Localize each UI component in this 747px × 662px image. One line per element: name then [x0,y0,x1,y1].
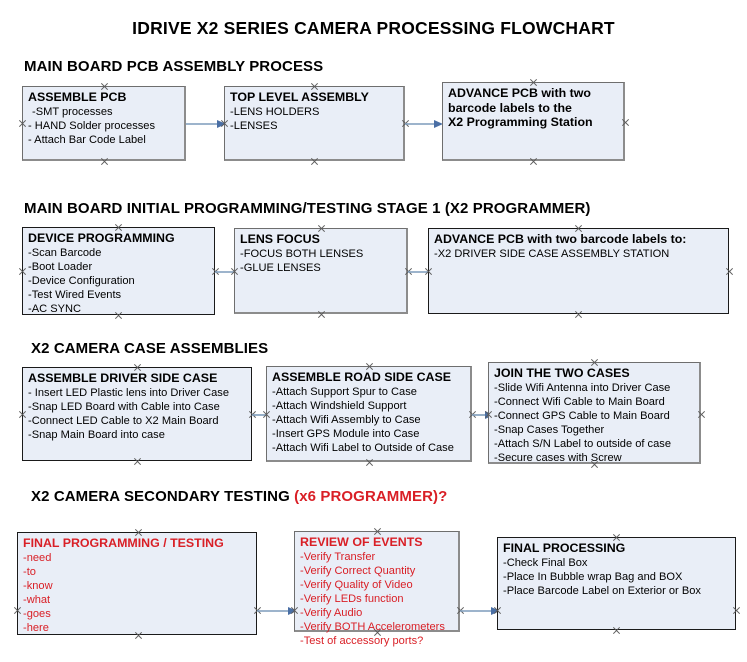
node-line: -Attach S/N Label to outside of case [494,437,671,450]
node-assemble-pcb[interactable]: ASSEMBLE PCB -SMT processes - HAND Solde… [22,86,186,161]
node-title: FINAL PROGRAMMING / TESTING [23,536,224,550]
node-line: -Verify Quality of Video [300,578,413,591]
node-line: - Insert LED Plastic lens into Driver Ca… [28,386,229,399]
node-line: -what [23,593,51,606]
page-title: IDRIVE X2 SERIES CAMERA PROCESSING FLOWC… [132,18,615,38]
section-header-x2-camera-case-assemblies: X2 CAMERA CASE ASSEMBLIES [31,340,268,357]
node-line: -GLUE LENSES [240,261,321,274]
node-title: TOP LEVEL ASSEMBLY [230,90,369,104]
node-title: JOIN THE TWO CASES [494,366,630,380]
connector-review-of-events-to-final-processing [460,605,502,617]
node-line: barcode labels to the [448,100,572,115]
node-line: -to [23,565,36,578]
node-line: X2 Programming Station [448,115,593,130]
node-line: -Boot Loader [28,260,93,273]
node-line: -need [23,551,52,564]
node-review-of-events[interactable]: REVIEW OF EVENTS -Verify Transfer -Verif… [294,531,460,647]
section-header-text: X2 CAMERA SECONDARY TESTING [31,488,295,505]
node-title: ASSEMBLE ROAD SIDE CASE [272,370,451,384]
node-join-the-two-cases[interactable]: JOIN THE TWO CASES -Slide Wifi Antenna i… [488,362,701,464]
section-header-main-board-initial-programming-testing-stage-1: MAIN BOARD INITIAL PROGRAMMING/TESTING S… [24,200,591,217]
node-line: -AC SYNC [28,302,82,315]
connector-top-level-assembly-to-advance-pcb [405,118,445,130]
node-top-level-assembly[interactable]: TOP LEVEL ASSEMBLY -LENS HOLDERS -LENSES [224,86,405,161]
node-line: -Place Barcode Label on Exterior or Box [503,584,701,597]
connector-final-programming-to-review-of-events [257,605,299,617]
connector-assemble-pcb-to-top-level-assembly [186,118,228,130]
node-line: -FOCUS BOTH LENSES [240,247,364,260]
node-line: -Snap Main Board into case [28,428,165,441]
node-title: DEVICE PROGRAMMING [28,231,175,245]
node-line: -Slide Wifi Antenna into Driver Case [494,381,671,394]
section-header-text: X2 CAMERA CASE ASSEMBLIES [31,340,269,357]
node-line: -Verify Transfer [300,550,376,563]
node-line: -Device Configuration [28,274,135,287]
node-line: -Attach Support Spur to Case [272,385,417,398]
node-line-overflow: -Test of accessory ports? [300,635,424,648]
node-line: -LENS HOLDERS [230,105,320,118]
node-line: -Verify LEDs function [300,592,404,605]
node-line: -Attach Wifi Assembly to Case [272,413,421,426]
node-title: FINAL PROCESSING [503,541,626,555]
node-line: -Verify Correct Quantity [300,564,416,577]
node-line: -Snap Cases Together [494,423,605,436]
section-header-main-board-pcb-assembly-process: MAIN BOARD PCB ASSEMBLY PROCESS [24,58,323,75]
node-assemble-road-side-case[interactable]: ASSEMBLE ROAD SIDE CASE -Attach Support … [266,366,472,462]
node-final-programming-testing[interactable]: FINAL PROGRAMMING / TESTING -need -to -k… [17,532,257,635]
node-lens-focus[interactable]: LENS FOCUS -FOCUS BOTH LENSES -GLUE LENS… [234,228,408,314]
node-line: -Scan Barcode [28,246,102,259]
node-line: -Connect LED Cable to X2 Main Board [28,414,219,427]
node-line: -SMT processes [32,105,113,118]
node-advance-pcb-to-x2-programming-station[interactable]: ADVANCE PCB with two barcode labels to t… [442,82,625,161]
node-line: -Insert GPS Module into Case [272,427,420,440]
node-advance-pcb-to-driver-side-case-assembly-station[interactable]: ADVANCE PCB with two barcode labels to: … [428,228,729,314]
node-line: -Connect GPS Cable to Main Board [494,409,670,422]
node-line: - HAND Solder processes [28,119,156,132]
node-title: ASSEMBLE PCB [28,90,127,104]
node-line: -Place In Bubble wrap Bag and BOX [503,570,683,583]
section-header-accent: (x6 PROGRAMMER)? [294,488,448,505]
node-line: -LENSES [230,119,278,132]
node-line: -here [23,622,49,635]
node-line: -Attach Windshield Support [272,399,407,412]
node-line: -Attach Wifi Label to Outside of Case [272,441,454,454]
node-title: ASSEMBLE DRIVER SIDE CASE [28,371,218,385]
node-line: -Verify BOTH Accelerometers [300,621,445,634]
node-title: ADVANCE PCB with two [448,86,591,100]
node-title: ADVANCE PCB with two barcode labels to: [434,232,687,246]
node-line: -goes [23,607,51,620]
node-line: - Attach Bar Code Label [28,133,146,146]
node-line: -know [23,579,53,592]
section-header-text: MAIN BOARD PCB ASSEMBLY PROCESS [24,58,324,75]
node-line: -Snap LED Board with Cable into Case [28,400,220,413]
node-title: LENS FOCUS [240,232,320,246]
section-header-text: MAIN BOARD INITIAL PROGRAMMING/TESTING S… [24,200,591,217]
node-line: -Verify Audio [300,606,363,619]
node-assemble-driver-side-case[interactable]: ASSEMBLE DRIVER SIDE CASE - Insert LED P… [22,367,252,461]
node-line: -X2 DRIVER SIDE CASE ASSEMBLY STATION [434,247,670,260]
node-line: -Secure cases with Screw [494,452,622,465]
section-header-x2-camera-secondary-testing: X2 CAMERA SECONDARY TESTING (x6 PROGRAMM… [31,488,447,505]
node-line: -Check Final Box [503,556,588,569]
node-device-programming[interactable]: DEVICE PROGRAMMING -Scan Barcode -Boot L… [22,227,215,315]
node-title: REVIEW OF EVENTS [300,535,423,549]
node-line: -Connect Wifi Cable to Main Board [494,395,665,408]
node-line: -Test Wired Events [28,288,122,301]
node-final-processing[interactable]: FINAL PROCESSING -Check Final Box -Place… [497,537,736,630]
